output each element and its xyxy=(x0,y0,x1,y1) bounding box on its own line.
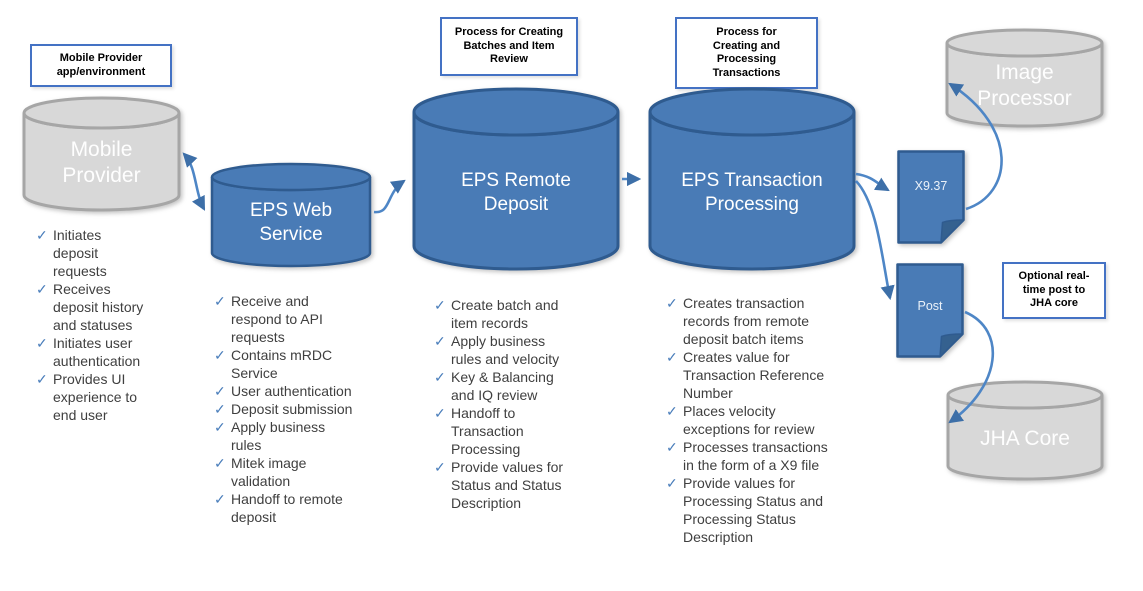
check-icon: ✓ xyxy=(214,401,226,417)
check-icon: ✓ xyxy=(214,347,226,363)
checklist-item-text: Apply business rules xyxy=(231,419,326,453)
cylinder-jha-core: JHA Core xyxy=(946,380,1104,481)
checklist-item: ✓ Creates value for Transaction Reference… xyxy=(666,348,838,402)
checklist-item-text: Processes transactions in the form of a … xyxy=(683,439,828,473)
check-icon: ✓ xyxy=(36,227,48,243)
document-shape xyxy=(896,263,964,358)
checklist-item: ✓ Provide values for Status and Status De… xyxy=(434,458,571,512)
check-icon: ✓ xyxy=(434,297,446,313)
checklist-item-text: Handoff to remote deposit xyxy=(231,491,343,525)
checklist-item: ✓ Places velocity exceptions for review xyxy=(666,402,838,438)
annotation-batches-item-review: Process for Creating Batches and Item Re… xyxy=(440,17,578,76)
checklist-item-text: Create batch and item records xyxy=(451,297,559,331)
check-icon: ✓ xyxy=(666,403,678,419)
checklist-item: ✓ Receives deposit history and statuses xyxy=(36,280,150,334)
check-icon: ✓ xyxy=(434,369,446,385)
checklist-item-text: Mitek image validation xyxy=(231,455,307,489)
cylinder-shape xyxy=(945,28,1104,128)
checklist-item-text: Creates transaction records from remote … xyxy=(683,295,810,347)
checklist-item-text: Key & Balancing and IQ review xyxy=(451,369,554,403)
document-x937-file: X9.37 xyxy=(897,150,965,244)
check-icon: ✓ xyxy=(36,335,48,351)
check-icon: ✓ xyxy=(666,475,678,491)
annotation-processing-transactions: Process for Creating and Processing Tran… xyxy=(675,17,818,89)
checklist-item: ✓ Initiates deposit requests xyxy=(36,226,150,280)
checklist-item: ✓ Handoff to remote deposit xyxy=(214,490,355,526)
check-icon: ✓ xyxy=(214,491,226,507)
checklist-eps-transaction-processing: ✓ Creates transaction records from remote… xyxy=(666,294,838,546)
checklist-item-text: Handoff to Transaction Processing xyxy=(451,405,524,457)
checklist-item: ✓ Handoff to Transaction Processing xyxy=(434,404,571,458)
cylinder-image-processor: Image Processor xyxy=(945,28,1104,128)
checklist-item: ✓ Apply business rules xyxy=(214,418,355,454)
arrow-mobile-webservice-bidirectional xyxy=(182,152,206,211)
checklist-item-text: Initiates deposit requests xyxy=(53,227,107,279)
document-shape xyxy=(897,150,965,244)
arrow-transaction-processing-to-x937 xyxy=(855,172,890,192)
arrow-webservice-to-remote-deposit xyxy=(373,179,406,214)
checklist-item: ✓ Apply business rules and velocity xyxy=(434,332,571,368)
cylinder-eps-transaction-processing: EPS Transaction Processing xyxy=(648,87,856,271)
cylinder-shape xyxy=(210,162,372,268)
checklist-item-text: Receives deposit history and statuses xyxy=(53,281,144,333)
cylinder-mobile-provider: Mobile Provider xyxy=(22,96,181,212)
checklist-item: ✓ Initiates user authentication xyxy=(36,334,150,370)
check-icon: ✓ xyxy=(36,371,48,387)
checklist-item: ✓ Creates transaction records from remote… xyxy=(666,294,838,348)
checklist-item: ✓ Provide values for Processing Status an… xyxy=(666,474,838,546)
check-icon: ✓ xyxy=(666,295,678,311)
check-icon: ✓ xyxy=(666,439,678,455)
checklist-item: ✓ User authentication xyxy=(214,382,355,400)
checklist-item-text: Provide values for Status and Status Des… xyxy=(451,459,564,511)
checklist-item-text: Apply business rules and velocity xyxy=(451,333,560,367)
document-post-file: Post xyxy=(896,263,964,358)
annotation-optional-post: Optional real-time post to JHA core xyxy=(1002,262,1106,319)
cylinder-shape xyxy=(22,96,181,212)
checklist-item-text: Receive and respond to API requests xyxy=(231,293,323,345)
checklist-item: ✓ Deposit submission xyxy=(214,400,355,418)
check-icon: ✓ xyxy=(214,383,226,399)
checklist-item: ✓ Key & Balancing and IQ review xyxy=(434,368,571,404)
checklist-mobile-provider: ✓ Initiates deposit requests ✓ Receives de… xyxy=(36,226,150,424)
check-icon: ✓ xyxy=(214,455,226,471)
checklist-item-text: Contains mRDC Service xyxy=(231,347,333,381)
checklist-item-text: Provide values for Processing Status and… xyxy=(683,475,824,545)
check-icon: ✓ xyxy=(214,419,226,435)
checklist-eps-web-service: ✓ Receive and respond to API requests ✓ Co… xyxy=(214,292,355,526)
checklist-item: ✓ Receive and respond to API requests xyxy=(214,292,355,346)
cylinder-shape xyxy=(946,380,1104,481)
check-icon: ✓ xyxy=(36,281,48,297)
checklist-item-text: Deposit submission xyxy=(231,401,353,417)
check-icon: ✓ xyxy=(434,405,446,421)
annotation-mobile-environment: Mobile Provider app/environment xyxy=(30,44,172,87)
cylinder-shape xyxy=(648,87,856,271)
checklist-item: ✓ Create batch and item records xyxy=(434,296,571,332)
checklist-item-text: User authentication xyxy=(231,383,352,399)
cylinder-eps-web-service: EPS Web Service xyxy=(210,162,372,268)
checklist-item: ✓ Contains mRDC Service xyxy=(214,346,355,382)
checklist-item: ✓ Mitek image validation xyxy=(214,454,355,490)
check-icon: ✓ xyxy=(666,349,678,365)
checklist-item-text: Creates value for Transaction Reference … xyxy=(683,349,825,401)
cylinder-shape xyxy=(412,87,620,271)
checklist-item-text: Initiates user authentication xyxy=(53,335,141,369)
checklist-eps-remote-deposit: ✓ Create batch and item records ✓ Apply bu… xyxy=(434,296,571,512)
checklist-item-text: Places velocity exceptions for review xyxy=(683,403,815,437)
check-icon: ✓ xyxy=(434,459,446,475)
checklist-item: ✓ Provides UI experience to end user xyxy=(36,370,150,424)
checklist-item: ✓ Processes transactions in the form of a… xyxy=(666,438,838,474)
arrow-transaction-processing-to-post xyxy=(855,180,895,301)
check-icon: ✓ xyxy=(434,333,446,349)
check-icon: ✓ xyxy=(214,293,226,309)
checklist-item-text: Provides UI experience to end user xyxy=(53,371,138,423)
cylinder-eps-remote-deposit: EPS Remote Deposit xyxy=(412,87,620,271)
